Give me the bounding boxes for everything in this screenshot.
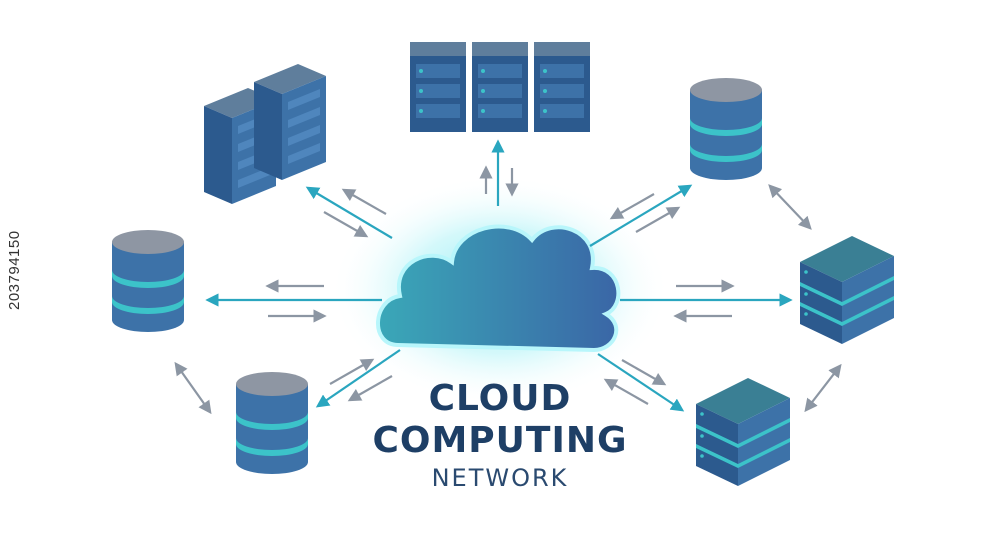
server-rack-icon [534, 42, 590, 132]
rack-servers-top-left [204, 64, 326, 204]
title-line-3: NETWORK [431, 464, 569, 492]
server-rack-icon [254, 64, 326, 180]
database-icon [112, 230, 184, 332]
database-icon [236, 372, 308, 474]
server-rack-icon [472, 42, 528, 132]
database-top-right [690, 78, 762, 180]
server-stack-right [800, 236, 894, 344]
cloud-icon [376, 224, 621, 353]
database-icon [690, 78, 762, 180]
connection-arrows [174, 139, 842, 415]
server-rack-icon [410, 42, 466, 132]
title-line-2: COMPUTING [372, 420, 628, 461]
database-bottom-left [236, 372, 308, 474]
server-stack-icon [800, 236, 894, 344]
rack-servers-top-center [410, 42, 590, 132]
server-stack-bottom-right [696, 378, 790, 486]
stock-id-label: 203794150 [6, 230, 23, 310]
diagram-title: CLOUD COMPUTING NETWORK [340, 378, 660, 494]
title-line-1: CLOUD [428, 378, 572, 419]
server-stack-icon [696, 378, 790, 486]
database-left [112, 230, 184, 332]
